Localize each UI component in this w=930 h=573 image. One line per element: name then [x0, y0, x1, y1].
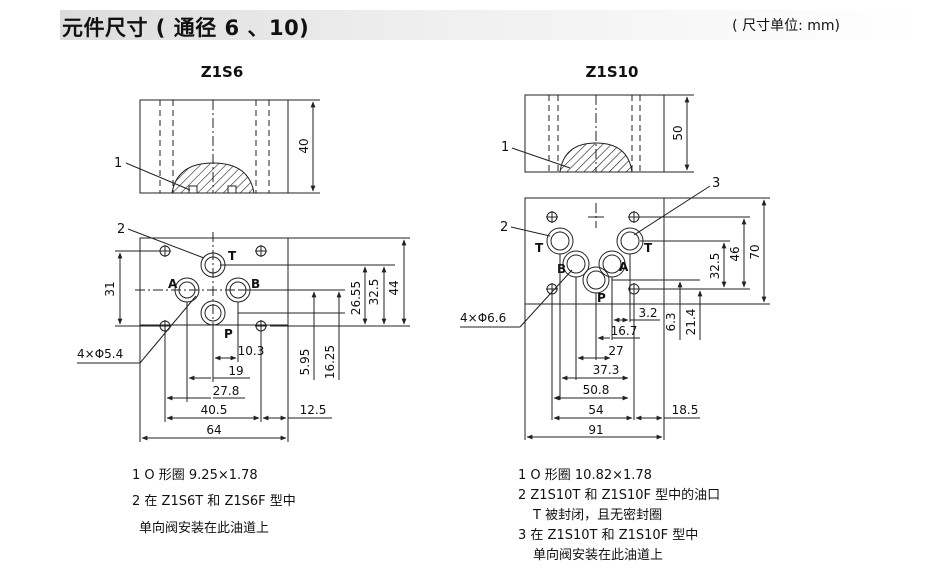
z1s6-dim-103: 10.3	[238, 344, 265, 358]
z1s6-hole-spec: 4×Φ5.4	[77, 347, 123, 361]
z1s6-dim-44: 44	[387, 280, 401, 295]
z1s10-note-4: 3 在 Z1S10T 和 Z1S10F 型中	[518, 528, 699, 543]
z1s6-dim-64: 64	[206, 423, 221, 437]
z1s6-port-t: T	[228, 249, 237, 263]
z1s6-model-label: Z1S6	[201, 63, 244, 81]
z1s6-dim-125: 12.5	[300, 403, 327, 417]
z1s10-callout-2: 2	[500, 220, 508, 235]
z1s6-dim-31: 31	[103, 281, 117, 296]
z1s6-dim-325: 32.5	[367, 279, 381, 306]
z1s10-dim-32: 3.2	[638, 306, 657, 320]
z1s6-dim-278: 27.8	[213, 384, 240, 398]
z1s6-dim-2655: 26.55	[349, 281, 363, 315]
z1s10-callout-1: 1	[501, 140, 509, 155]
z1s6-note-1: 1 O 形圈 9.25×1.78	[132, 468, 258, 483]
z1s10-hole-spec: 4×Φ6.6	[460, 311, 506, 325]
z1s6-dim-19: 19	[228, 364, 243, 378]
title-bar	[60, 10, 920, 40]
z1s10-side-view	[524, 94, 665, 173]
z1s10-note-5: 单向阀安装在此油道上	[533, 548, 664, 563]
z1s6-port-a: A	[168, 277, 178, 291]
z1s10-note-3: T 被封闭，且无密封圈	[533, 508, 663, 523]
z1s10-dim-50: 50	[671, 125, 685, 140]
z1s10-port-t-left: T	[535, 241, 544, 255]
z1s6-callout-1: 1	[114, 156, 122, 171]
z1s10-note-1: 1 O 形圈 10.82×1.78	[518, 468, 652, 483]
unit-note: ( 尺寸单位: mm)	[732, 18, 840, 34]
z1s6-side-view	[139, 99, 289, 194]
z1s6-callout-2: 2	[117, 222, 125, 237]
z1s6-dim-1625: 16.25	[323, 345, 337, 379]
z1s10-model-label: Z1S10	[586, 63, 639, 81]
z1s10-dim-373: 37.3	[593, 363, 620, 377]
z1s6-dim-405: 40.5	[201, 403, 228, 417]
z1s10-port-p: P	[597, 291, 606, 305]
z1s6-dim-40: 40	[297, 138, 311, 153]
z1s10-dim-214: 21.4	[684, 309, 698, 336]
z1s10-dim-185: 18.5	[672, 403, 699, 417]
z1s10-dim-54: 54	[588, 403, 603, 417]
z1s6-port-p: P	[224, 327, 233, 341]
z1s6-note-3: 单向阀安装在此油道上	[139, 521, 270, 536]
page-title: 元件尺寸 ( 通径 6 、10)	[62, 16, 310, 40]
z1s6-note-2: 2 在 Z1S6T 和 Z1S6F 型中	[132, 494, 296, 509]
z1s6-port-b: B	[251, 277, 260, 291]
z1s10-dim-70: 70	[748, 244, 762, 259]
z1s10-dim-91: 91	[588, 423, 603, 437]
z1s10-dim-167: 16.7	[611, 324, 638, 338]
z1s10-dim-46: 46	[728, 246, 742, 261]
z1s10-port-t-right: T	[644, 241, 653, 255]
z1s10-callout-3: 3	[712, 176, 720, 191]
z1s10-dim-325: 32.5	[708, 253, 722, 280]
z1s6-dim-595: 5.95	[298, 349, 312, 376]
z1s10-dim-508: 50.8	[583, 383, 610, 397]
z1s10-note-2: 2 Z1S10T 和 Z1S10F 型中的油口	[518, 488, 721, 503]
z1s10-dim-27: 27	[608, 344, 623, 358]
z1s10-dim-63: 6.3	[664, 312, 678, 331]
z1s6-interface-face	[135, 232, 300, 340]
z1s10-port-b: B	[557, 262, 566, 276]
z1s10-port-a: A	[619, 260, 629, 274]
